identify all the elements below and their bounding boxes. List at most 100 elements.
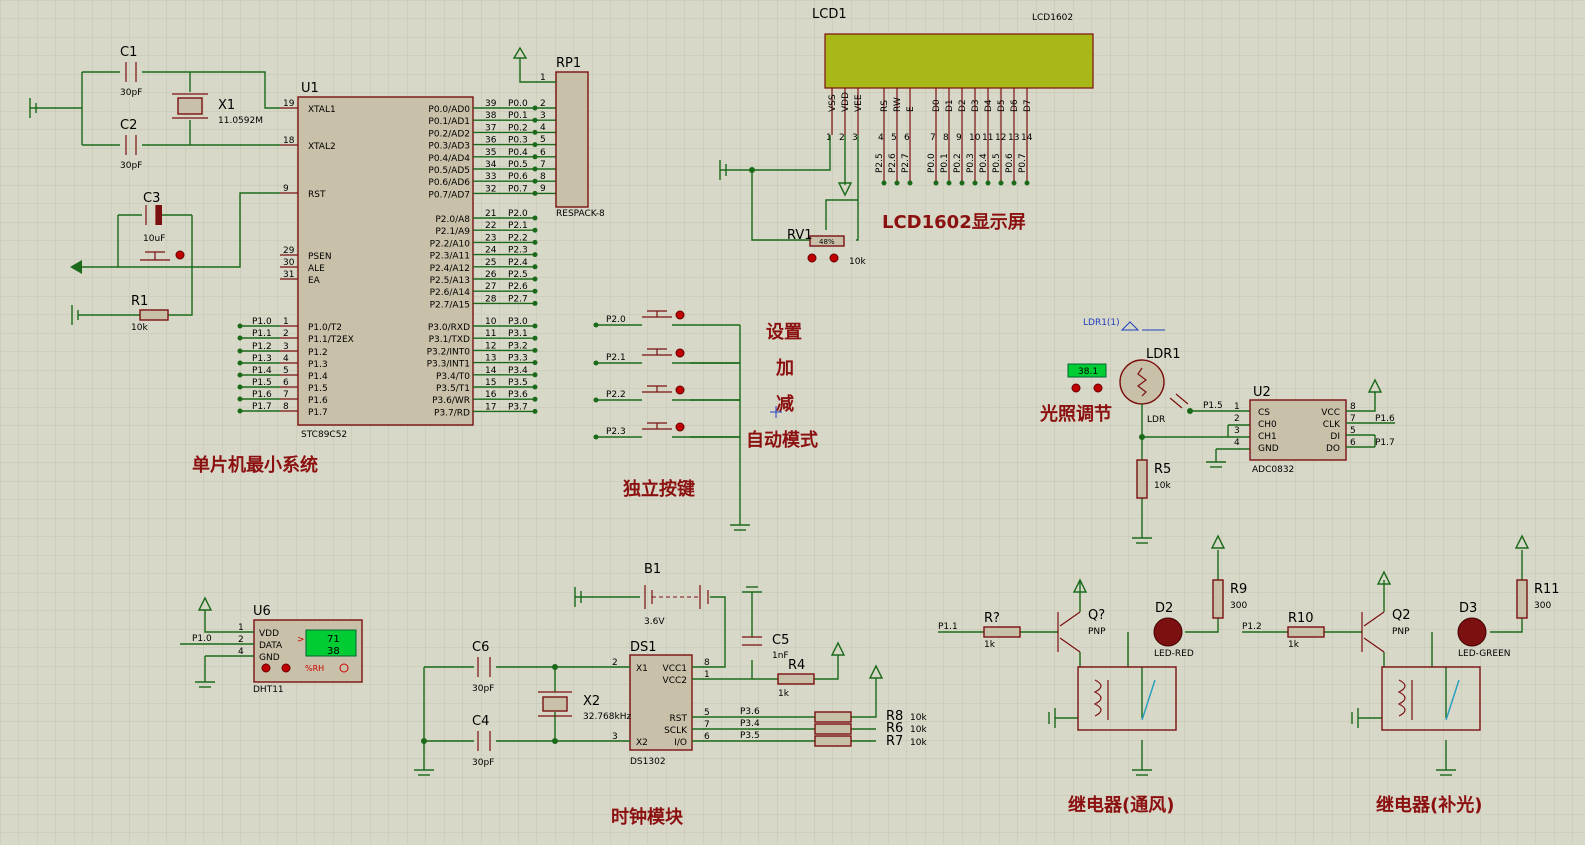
net-junction <box>532 276 538 282</box>
key-button[interactable] <box>642 385 672 393</box>
r5-value: 10k <box>1154 481 1171 491</box>
mcu-pin-number: 2 <box>283 329 289 339</box>
net-junction <box>985 180 991 186</box>
r8-resistor[interactable] <box>814 711 852 723</box>
keys-section: P2.0P2.1P2.2P2.3 设置 加 减 自动模式 独立按键 <box>593 310 818 531</box>
relay1-body[interactable] <box>1077 666 1177 731</box>
x1-value: 11.0592M <box>218 116 263 126</box>
dht-dec-button[interactable] <box>261 663 271 673</box>
adc-pin-label: CLK <box>1323 420 1341 430</box>
adc-pin-label: GND <box>1258 444 1279 454</box>
reset-button[interactable] <box>140 251 170 261</box>
relay2-body[interactable] <box>1381 666 1481 731</box>
rtc-pin-number: 1 <box>704 670 710 680</box>
clock-wires <box>423 592 877 770</box>
key-terminal[interactable] <box>675 348 685 358</box>
power-arrow <box>868 664 884 679</box>
mcu-pin-number: 22 <box>485 221 496 231</box>
r4-value: 1k <box>778 689 790 699</box>
respack-rp1[interactable] <box>555 71 589 208</box>
mcu-net-label: P0.4 <box>508 148 528 158</box>
crystal-x2[interactable] <box>542 696 568 712</box>
ds1-type: DS1302 <box>630 757 666 767</box>
net-junction <box>237 372 243 378</box>
mcu-pin-label: P3.0/RXD <box>428 323 470 333</box>
lcd-net-label: P0.3 <box>966 153 976 173</box>
net-junction <box>532 227 538 233</box>
mcu-chip[interactable] <box>297 96 474 426</box>
relay2-transistor[interactable] <box>1361 611 1385 653</box>
mcu-net-label: P0.3 <box>508 136 528 146</box>
mcu-pin-label: P0.0/AD0 <box>428 105 470 115</box>
led-green-d3[interactable] <box>1457 617 1487 647</box>
r4-resistor[interactable] <box>777 673 815 685</box>
rtc-pin-label: X2 <box>636 738 648 748</box>
adc-pin-label: VCC <box>1321 408 1340 418</box>
mcu-pin-number: 16 <box>485 390 497 400</box>
c4-ref: C4 <box>472 714 489 729</box>
mcu-pin-number: 5 <box>283 366 289 376</box>
relay1-transistor[interactable] <box>1057 611 1081 653</box>
ds1-ref: DS1 <box>630 640 657 655</box>
led-red-d2[interactable] <box>1153 617 1183 647</box>
c6-c4-capacitors[interactable] <box>477 657 491 751</box>
rv1-inc-button[interactable] <box>829 253 839 263</box>
mcu-net-label: P2.7 <box>508 294 528 304</box>
key-terminal[interactable] <box>675 385 685 395</box>
net-junction <box>907 180 913 186</box>
mcu-pin-number: 30 <box>283 258 295 268</box>
relay2-r-ref: R10 <box>1288 611 1314 626</box>
adc-pin-number: 1 <box>1234 402 1240 412</box>
respack-pin-number: 6 <box>540 148 546 158</box>
ds1302-chip[interactable] <box>629 654 693 751</box>
ldr-inc-button[interactable] <box>1093 383 1103 393</box>
relay1-base-resistor[interactable] <box>983 626 1021 638</box>
relay2-base-resistor[interactable] <box>1287 626 1325 638</box>
ldr1-sensor[interactable] <box>1119 359 1165 405</box>
key-button[interactable] <box>642 422 672 430</box>
adc-net-clk: P1.6 <box>1375 414 1395 424</box>
lcd-screen[interactable] <box>824 33 1094 89</box>
reset-button-terminal[interactable] <box>175 250 185 260</box>
net-junction <box>881 180 887 186</box>
rv1-dec-button[interactable] <box>807 253 817 263</box>
r4-ref: R4 <box>788 658 805 673</box>
key-terminal[interactable] <box>675 422 685 432</box>
lcd-pin-number: 9 <box>956 133 962 143</box>
lcd-net-label: P0.2 <box>953 153 963 173</box>
adc0832-chip[interactable] <box>1249 399 1347 461</box>
rv1-potentiometer[interactable] <box>809 235 845 247</box>
crystal-x1[interactable] <box>177 97 203 115</box>
mcu-pin-number: 28 <box>485 294 497 304</box>
b1-value: 3.6V <box>644 617 665 627</box>
key-terminal[interactable] <box>675 310 685 320</box>
lcd-pin-label: RS <box>880 100 890 112</box>
r6-resistor[interactable] <box>814 723 852 735</box>
mcu-pin-number: 19 <box>283 99 295 109</box>
r9-resistor[interactable] <box>1212 579 1224 619</box>
key-button[interactable] <box>642 348 672 356</box>
ldr-dec-button[interactable] <box>1071 383 1081 393</box>
c2-ref: C2 <box>120 118 137 133</box>
dht-display <box>305 629 357 657</box>
r5-resistor[interactable] <box>1136 459 1148 499</box>
dht-inc-button[interactable] <box>281 663 291 673</box>
mcu-pin-number: 34 <box>485 160 497 170</box>
rtc-pin-label: VCC1 <box>663 664 687 674</box>
label-key-sub: 减 <box>776 393 794 415</box>
relay1-d-type: LED-RED <box>1154 649 1194 659</box>
lcd-pin-label: D0 <box>932 99 942 112</box>
relay2-q-type: PNP <box>1392 627 1410 637</box>
mcu-pin-label: XTAL1 <box>308 105 336 115</box>
relay-fan-section: P1.1 R? 1k Q? PNP D2 LED-RED R9 300 继电器(… <box>938 534 1247 816</box>
r1-resistor[interactable] <box>139 309 169 321</box>
mcu-pin-number: 13 <box>485 354 496 364</box>
r11-resistor[interactable] <box>1516 579 1528 619</box>
c6-value: 30pF <box>472 684 494 694</box>
lcd-pin-label: VDD <box>841 92 851 112</box>
r7-resistor[interactable] <box>814 735 852 747</box>
key-button[interactable] <box>642 310 672 318</box>
mcu-pin-label: P1.2 <box>308 348 328 358</box>
c5-capacitor[interactable] <box>742 636 762 646</box>
